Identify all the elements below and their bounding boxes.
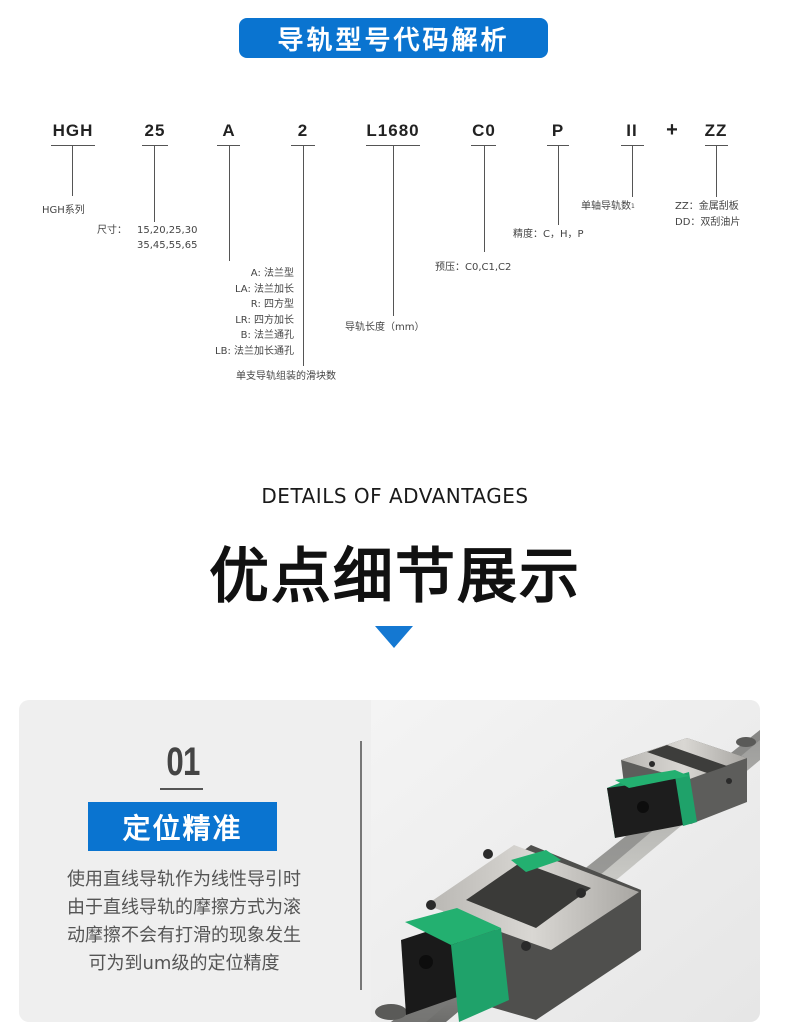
description-line: 动摩擦不会有打滑的现象发生	[67, 925, 301, 946]
code-underline	[291, 145, 315, 146]
label-rail-length: 导轨长度（mm）	[345, 322, 425, 333]
footnote-marker: 1	[631, 203, 635, 210]
advantages-title: 优点细节展示	[209, 542, 581, 612]
leader-line	[229, 146, 230, 261]
label-accuracy: 精度：C，H，P	[513, 229, 584, 240]
plus-sign: +	[666, 119, 678, 141]
label-series: HGH系列	[42, 205, 85, 216]
code-series: HGH	[52, 121, 94, 140]
page-title-badge: 导轨型号代码解析	[239, 18, 548, 58]
block-type-item: R: 四方型	[250, 299, 294, 310]
feature-description: 使用直线导轨作为线性导引时 由于直线导轨的摩擦方式为滚 动摩擦不会有打滑的现象发…	[39, 866, 329, 978]
label-seal-zz: ZZ：金属刮板	[675, 201, 739, 212]
label-size-line2: 35,45,55,65	[137, 240, 198, 251]
code-underline	[51, 145, 95, 146]
feature-number-underline	[160, 788, 203, 790]
description-line: 可为到um级的定位精度	[88, 953, 280, 974]
label-seal-dd: DD：双刮油片	[675, 217, 741, 228]
leader-line	[632, 146, 633, 197]
feature-card: 01 定位精准 使用直线导轨作为线性导引时 由于直线导轨的摩擦方式为滚 动摩擦不…	[19, 700, 760, 1022]
code-underline	[217, 145, 240, 146]
page-title: 导轨型号代码解析	[277, 25, 510, 56]
code-underline	[705, 145, 728, 146]
description-line: 使用直线导轨作为线性导引时	[67, 869, 301, 890]
code-block-type: A	[222, 121, 236, 140]
code-underline	[366, 145, 420, 146]
triangle-down-icon	[375, 626, 413, 648]
leader-line	[154, 146, 155, 222]
feature-title: 定位精准	[122, 811, 243, 845]
code-underline	[471, 145, 496, 146]
block-type-item: LB: 法兰加长通孔	[215, 345, 294, 357]
code-preload: C0	[472, 121, 496, 140]
feature-title-badge: 定位精准	[88, 802, 277, 851]
leader-line	[484, 146, 485, 252]
block-type-item: A: 法兰型	[250, 268, 294, 279]
code-underline	[547, 145, 569, 146]
code-accuracy: P	[551, 121, 565, 140]
block-type-item: B: 法兰通孔	[240, 330, 294, 341]
leader-line	[72, 146, 73, 196]
block-type-item: LA: 法兰加长	[234, 283, 294, 295]
code-seal: ZZ	[704, 121, 728, 140]
label-size-line1: 15,20,25,30	[137, 225, 198, 236]
block-type-list: A: 法兰型 LA: 法兰加长 R: 四方型 LR: 四方加长 B: 法兰通孔 …	[170, 266, 294, 359]
linear-guide-product-image	[371, 700, 760, 1022]
feature-number: 01	[166, 740, 200, 784]
label-preload: 预压：C0,C1,C2	[435, 262, 512, 273]
label-block-count: 单支导轨组装的滑块数	[236, 371, 336, 382]
leader-line	[393, 146, 394, 316]
leader-line	[303, 146, 304, 366]
block-type-item: LR: 四方加长	[235, 314, 294, 326]
code-rail-length: L1680	[366, 121, 420, 140]
vertical-divider	[360, 741, 362, 990]
code-size: 25	[144, 121, 166, 140]
code-underline	[621, 145, 644, 146]
code-rail-count: II	[626, 121, 638, 140]
label-size-prefix: 尺寸：	[97, 225, 127, 236]
description-line: 由于直线导轨的摩擦方式为滚	[67, 897, 301, 918]
code-underline	[142, 145, 168, 146]
leader-line	[716, 146, 717, 197]
label-rail-count: 单轴导轨数1	[581, 201, 635, 212]
leader-line	[558, 146, 559, 225]
code-block-count: 2	[297, 121, 309, 140]
advantages-subtitle: DETAILS OF ADVANTAGES	[261, 484, 529, 508]
